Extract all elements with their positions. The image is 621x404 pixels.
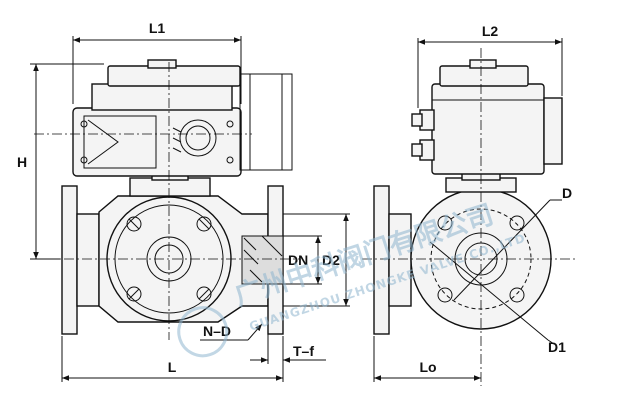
outlet-bore-section — [241, 235, 284, 285]
front-view — [34, 59, 300, 340]
dim-L2: L2 — [482, 23, 499, 39]
dim-D: D — [562, 185, 572, 201]
dim-D2: D2 — [322, 252, 340, 268]
dim-H: H — [17, 154, 27, 170]
dim-L1: L1 — [149, 20, 166, 36]
side-bolt-holes — [437, 215, 525, 303]
front-bolt-holes — [126, 216, 212, 302]
dim-N-D: N–D — [203, 323, 231, 339]
dim-L: L — [168, 359, 177, 375]
dim-D1: D1 — [548, 339, 566, 355]
dim-T-f: T–f — [293, 343, 314, 359]
side-actuator — [411, 59, 563, 175]
left-end-flange — [61, 185, 78, 335]
side-view: D D1 — [362, 48, 578, 386]
front-dimensions: L1 H L DN D2 N–D T–f — [17, 20, 350, 382]
side-dimensions: L2 Lo — [373, 23, 563, 382]
dim-DN: DN — [288, 252, 308, 268]
watermark-logo — [177, 306, 229, 358]
actuator — [72, 59, 293, 177]
dim-Lo: Lo — [419, 359, 436, 375]
